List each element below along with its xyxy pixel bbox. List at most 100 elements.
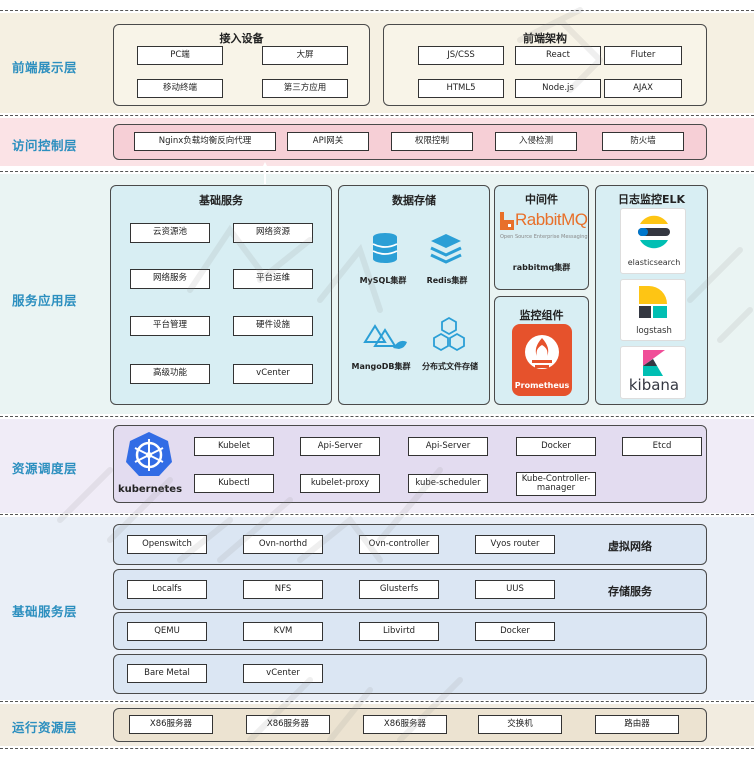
middleware-title: 中间件 [525, 193, 558, 206]
basic-network-resources: 网络资源 [233, 223, 313, 243]
basic-advanced: 高级功能 [130, 364, 210, 384]
basic-vcenter: vCenter [233, 364, 313, 384]
storage-redis-label: Redis集群 [426, 276, 468, 285]
rabbitmq-logo: RabbitMQ Open Source Enterprise Messagin… [498, 208, 588, 250]
devices-title: 接入设备 [219, 32, 264, 45]
layer-label-infra: 基础服务层 [12, 604, 78, 619]
ss-glusterfs: Glusterfs [359, 580, 439, 599]
rabbitmq-mark-icon [500, 212, 514, 230]
rt-x86-server-1: X86服务器 [129, 715, 213, 734]
logstash-logo: logstash [620, 279, 686, 341]
logstash-mark-icon [639, 286, 667, 318]
basic-cloud-pool: 云资源池 [130, 223, 210, 243]
access-api-gateway: API网关 [287, 132, 369, 151]
storage-mongodb-label: MangoDB集群 [351, 362, 411, 371]
rabbitmq-tagline: Open Source Enterprise Messaging [500, 234, 588, 240]
layer-label-frontend: 前端展示层 [12, 60, 78, 75]
ss-nfs: NFS [243, 580, 323, 599]
virt-docker: Docker [475, 622, 555, 641]
separator [0, 416, 754, 417]
virtual-network-label: 虚拟网络 [608, 540, 652, 553]
k8s-etcd: Etcd [622, 437, 702, 456]
access-permission: 权限控制 [391, 132, 473, 151]
virt-libvirtd: Libvirtd [359, 622, 439, 641]
layer-label-access: 访问控制层 [12, 138, 78, 153]
database-icon [372, 233, 398, 263]
arch-flutter: Fluter [604, 46, 682, 65]
rt-switch: 交换机 [478, 715, 562, 734]
k8s-kube-controller-manager: Kube-Controller-manager [516, 472, 596, 496]
vn-ovn-controller: Ovn-controller [359, 535, 439, 554]
monitoring-title: 监控组件 [519, 309, 564, 322]
arch-jscss: JS/CSS [418, 46, 504, 65]
k8s-kubelet-proxy: kubelet-proxy [300, 474, 380, 493]
layer-label-scheduling: 资源调度层 [12, 461, 78, 476]
ss-uus: UUS [475, 580, 555, 599]
prometheus-logo: Prometheus [512, 324, 572, 396]
layer-label-runtime: 运行资源层 [12, 720, 78, 735]
bm-bare-metal: Bare Metal [127, 664, 207, 683]
device-pc: PC端 [137, 46, 223, 65]
arch-react: React [515, 46, 601, 65]
arch-ajax: AJAX [604, 79, 682, 98]
separator [0, 701, 754, 702]
kubernetes-label: kubernetes [117, 484, 183, 495]
storage-services-label: 存储服务 [608, 585, 652, 598]
virt-kvm: KVM [243, 622, 323, 641]
virt-qemu: QEMU [127, 622, 207, 641]
virtual-network-panel [113, 524, 707, 565]
kibana-logo: kibana [620, 346, 686, 399]
data-storage-panel [338, 185, 490, 405]
elasticsearch-label: elasticsearch [627, 258, 681, 267]
k8s-docker: Docker [516, 437, 596, 456]
k8s-kube-scheduler: kube-scheduler [408, 474, 488, 493]
vn-openswitch: Openswitch [127, 535, 207, 554]
prometheus-label: Prometheus [514, 381, 570, 390]
connector-arrow [262, 162, 268, 168]
data-storage-title: 数据存储 [392, 194, 436, 207]
arch-nodejs: Node.js [515, 79, 601, 98]
elasticsearch-mark-icon [638, 215, 670, 249]
separator [0, 171, 754, 172]
access-nginx: Nginx负载均衡反向代理 [134, 132, 276, 151]
elasticsearch-logo: elasticsearch [620, 208, 686, 274]
kibana-mark-icon [643, 350, 665, 376]
separator [0, 514, 754, 515]
rt-x86-server-2: X86服务器 [246, 715, 330, 734]
storage-dfs-label: 分布式文件存储 [422, 362, 478, 371]
hexagon-cluster-icon [433, 316, 465, 352]
rabbitmq-wordmark: RabbitMQ [515, 210, 588, 229]
layer-label-service: 服务应用层 [12, 293, 78, 308]
mongodb-icon [363, 324, 407, 349]
k8s-kubelet: Kubelet [194, 437, 274, 456]
k8s-api-server-2: Api-Server [408, 437, 488, 456]
k8s-kubectl: Kubectl [194, 474, 274, 493]
k8s-api-server-1: Api-Server [300, 437, 380, 456]
logstash-label: logstash [636, 326, 672, 336]
rt-x86-server-3: X86服务器 [363, 715, 447, 734]
middleware-panel [494, 185, 589, 290]
storage-mysql-label: MySQL集群 [359, 276, 407, 285]
separator [0, 10, 754, 11]
kubernetes-wheel-icon [126, 432, 172, 476]
elk-title: 日志监控ELK [617, 193, 686, 206]
vn-vyos-router: Vyos router [475, 535, 555, 554]
separator [0, 115, 754, 116]
bm-vcenter: vCenter [243, 664, 323, 683]
middleware-rabbitmq-label: rabbitmq集群 [512, 263, 571, 272]
arch-html5: HTML5 [418, 79, 504, 98]
flame-icon [525, 335, 559, 369]
vn-ovn-northd: Ovn-northd [243, 535, 323, 554]
basic-platform-ops: 平台运维 [233, 269, 313, 289]
rt-router: 路由器 [595, 715, 679, 734]
baremetal-panel [113, 654, 707, 694]
access-firewall: 防火墙 [602, 132, 684, 151]
stack-layers-icon [430, 234, 462, 264]
separator [0, 748, 754, 749]
basic-hardware: 硬件设施 [233, 316, 313, 336]
basic-services-title: 基础服务 [199, 194, 243, 207]
connector-line [264, 168, 266, 184]
frontend-arch-title: 前端架构 [523, 32, 567, 45]
kibana-label: kibana [628, 376, 680, 394]
ss-localfs: Localfs [127, 580, 207, 599]
